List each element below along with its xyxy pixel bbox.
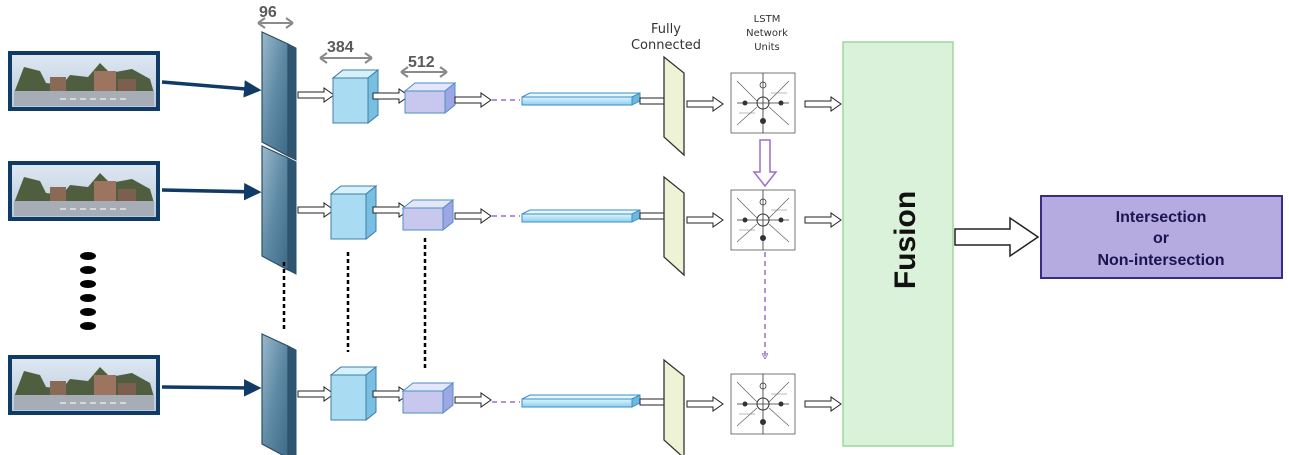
row-2 [8, 145, 842, 276]
input-arrow-1 [161, 80, 262, 98]
cube-384-1 [332, 69, 379, 124]
arrow-3e [686, 396, 724, 412]
arrow-1f [804, 96, 842, 112]
dim-label-96: 96 [259, 4, 277, 21]
dim-indicator-384 [319, 52, 373, 64]
conv-slab-1 [261, 31, 297, 161]
cube-512-2 [402, 199, 454, 231]
input-arrow-3 [161, 379, 262, 397]
output-line1: Intersection [1116, 209, 1207, 226]
arrow-3c [454, 392, 492, 408]
cube-384-2 [330, 185, 377, 240]
output-line2: or [1153, 230, 1169, 247]
lstm-unit-1 [730, 72, 796, 134]
conv-slab-3 [261, 333, 297, 455]
cube-384-3 [330, 366, 377, 421]
arrow-1a [297, 87, 335, 103]
lstm-unit-3 [730, 373, 796, 435]
arrow-2a [297, 202, 335, 218]
cube-512-3 [402, 382, 454, 414]
lstm-arrow-1-2 [752, 139, 778, 188]
fusion-label: Fusion [889, 191, 922, 289]
ellipsis-dots [80, 252, 96, 330]
dim-label-384: 384 [327, 39, 354, 56]
lstm-unit-2 [730, 189, 796, 251]
fc-plane-3 [663, 359, 685, 455]
arrow-2e [686, 212, 724, 228]
fc-plane-2 [663, 176, 685, 276]
arrow-3f [804, 396, 842, 412]
arrow-1c [454, 92, 492, 108]
flat-layer-2 [521, 209, 641, 223]
input-arrow-2 [161, 182, 262, 201]
output-box [1040, 195, 1283, 279]
output-line3: Non-intersection [1097, 252, 1224, 269]
fc-plane-1 [663, 56, 685, 156]
fc-header-line2: Connected [631, 38, 701, 53]
fc-header-line1: Fully [651, 22, 681, 37]
conv-slab-2 [261, 145, 297, 275]
dim-indicator-512 [400, 66, 448, 78]
row-3 [8, 333, 842, 455]
dim-label-512: 512 [408, 54, 435, 71]
lstm-header-line2: Network [746, 28, 788, 39]
lstm-header-line3: Units [754, 42, 780, 53]
flat-layer-3 [521, 394, 641, 408]
street-image-2 [8, 161, 160, 221]
dim-indicator-96 [257, 17, 294, 29]
arrow-1e [686, 96, 724, 112]
cube-512-1 [404, 82, 456, 114]
output-arrow [954, 216, 1040, 258]
street-image-3 [8, 355, 160, 415]
arrow-3a [297, 386, 335, 402]
fusion-block [842, 41, 954, 447]
row-1 [8, 31, 842, 161]
street-image-1 [8, 51, 160, 111]
lstm-header-line1: LSTM [754, 14, 781, 25]
flat-layer-1 [521, 92, 641, 106]
arrow-2c [454, 208, 492, 224]
arrow-2f [804, 212, 842, 228]
